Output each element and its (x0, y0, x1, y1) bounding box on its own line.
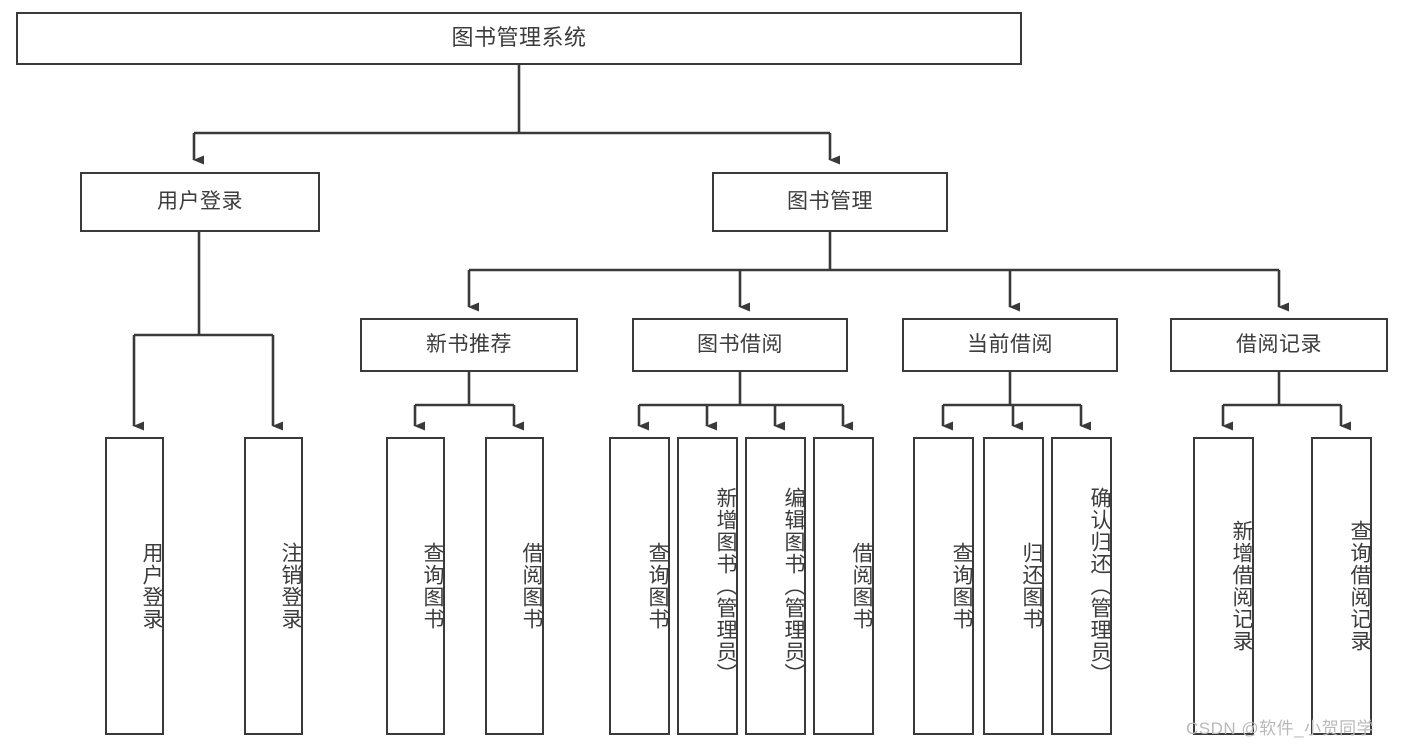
node-label: 借阅图书 (850, 542, 873, 630)
node-label: 查询图书 (421, 542, 444, 630)
node-current-borrow[interactable]: 当前借阅 (902, 318, 1118, 372)
node-label: 归还图书 (1020, 542, 1043, 630)
leaf-add-borrow-record[interactable]: 新增借阅记录 (1193, 437, 1254, 735)
leaf-add-book-admin[interactable]: 新增图书（管理员） (677, 437, 738, 735)
csdn-watermark: CSDN @软件_小贺同学 (1186, 719, 1375, 738)
node-label: 注销登录 (279, 542, 302, 630)
node-label: 查询借阅记录 (1348, 520, 1371, 652)
node-label: 借阅图书 (520, 542, 543, 630)
node-label: 用户登录 (157, 190, 243, 214)
leaf-query-book-borrow[interactable]: 查询图书 (609, 437, 670, 735)
leaf-logout[interactable]: 注销登录 (244, 437, 303, 735)
node-label: 借阅记录 (1236, 333, 1322, 357)
node-label: 图书管理 (787, 190, 873, 214)
node-label: 编辑图书（管理员） (782, 487, 805, 685)
node-label: 图书管理系统 (451, 25, 587, 51)
node-label: 确认归还（管理员） (1088, 487, 1111, 685)
leaf-query-book-recommend[interactable]: 查询图书 (386, 437, 445, 735)
node-user-login[interactable]: 用户登录 (80, 172, 320, 232)
node-book-management[interactable]: 图书管理 (712, 172, 948, 232)
node-label: 当前借阅 (967, 333, 1053, 357)
node-label: 图书借阅 (697, 333, 783, 357)
leaf-query-book-current[interactable]: 查询图书 (913, 437, 974, 735)
leaf-borrow-book-recommend[interactable]: 借阅图书 (485, 437, 544, 735)
node-label: 查询图书 (646, 542, 669, 630)
leaf-user-login[interactable]: 用户登录 (105, 437, 164, 735)
node-book-borrow[interactable]: 图书借阅 (632, 318, 848, 372)
leaf-query-borrow-record[interactable]: 查询借阅记录 (1311, 437, 1372, 735)
node-root-book-management-system[interactable]: 图书管理系统 (16, 12, 1022, 65)
node-label: 查询图书 (950, 542, 973, 630)
node-label: 新增图书（管理员） (714, 487, 737, 685)
node-label: 用户登录 (140, 542, 163, 630)
leaf-borrow-book[interactable]: 借阅图书 (813, 437, 874, 735)
leaf-edit-book-admin[interactable]: 编辑图书（管理员） (745, 437, 806, 735)
leaf-return-book[interactable]: 归还图书 (983, 437, 1044, 735)
node-borrow-records[interactable]: 借阅记录 (1170, 318, 1388, 372)
node-label: 新增借阅记录 (1230, 520, 1253, 652)
node-label: 新书推荐 (426, 333, 512, 357)
node-new-book-recommend[interactable]: 新书推荐 (360, 318, 578, 372)
leaf-confirm-return-admin[interactable]: 确认归还（管理员） (1051, 437, 1112, 735)
